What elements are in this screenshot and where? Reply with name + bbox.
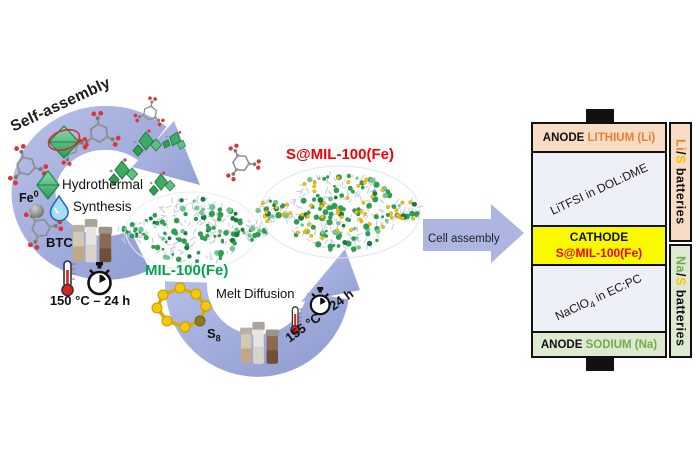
btc-label: BTC (46, 235, 73, 250)
iron-sphere (30, 204, 44, 218)
battery-layer-cathode: CATHODE S@MIL-100(Fe) (533, 225, 665, 264)
electrolyte-li-text: LiTFSI in DOL:DME (547, 160, 651, 218)
s8-label: S8 (207, 326, 221, 344)
fe0-label: Fe0 (19, 189, 39, 206)
hydrothermal-label-line2: Synthesis (73, 199, 132, 214)
water-drop-icon (49, 194, 69, 222)
mil-100-fe-label: MIL-100(Fe) (145, 262, 229, 279)
melt-diffusion-label: Melt Diffusion (216, 286, 295, 301)
cathode-material: S@MIL-100(Fe) (555, 245, 643, 260)
electrolyte-na-text: NaClO4 in EC:PC (553, 271, 644, 324)
sulfur-s8-molecule (151, 282, 212, 333)
anode-li-text: ANODE LITHIUM (Li) (542, 131, 656, 144)
na-s-batteries-label: Na/S batteries (673, 255, 688, 347)
anode-na-text: ANODE SODIUM (Na) (540, 338, 658, 351)
iron-octahedron (36, 125, 81, 200)
cell-assembly-label: Cell assembly (428, 233, 500, 245)
battery-stack: ANODE LITHIUM (Li) LiTFSI in DOL:DME CAT… (531, 122, 667, 358)
battery-layer-anode-sodium: ANODE SODIUM (Na) (533, 331, 665, 356)
battery-layer-electrolyte-na: NaClO4 in EC:PC (533, 264, 665, 331)
s-at-mil-100-fe-structure (255, 171, 423, 254)
s-at-mil-100-fe-label: S@MIL-100(Fe) (286, 146, 394, 163)
cathode-title: CATHODE (569, 229, 629, 244)
hydrothermal-label-line1: Hydrothermal (62, 177, 144, 192)
battery-terminal-bottom (586, 358, 614, 371)
battery-layer-anode-lithium: ANODE LITHIUM (Li) (533, 124, 665, 151)
li-s-batteries-panel: Li/S batteries (669, 122, 692, 242)
synthesis-conditions-label: 150 °C – 24 h (49, 293, 131, 308)
battery-terminal-top (586, 109, 614, 122)
mil-100-fe-structure (117, 195, 269, 269)
na-s-batteries-panel: Na/S batteries (669, 244, 692, 358)
cell-assembly-arrow (423, 204, 524, 263)
li-s-batteries-label: Li/S batteries (673, 139, 688, 225)
battery-layer-electrolyte-li: LiTFSI in DOL:DME (533, 151, 665, 225)
